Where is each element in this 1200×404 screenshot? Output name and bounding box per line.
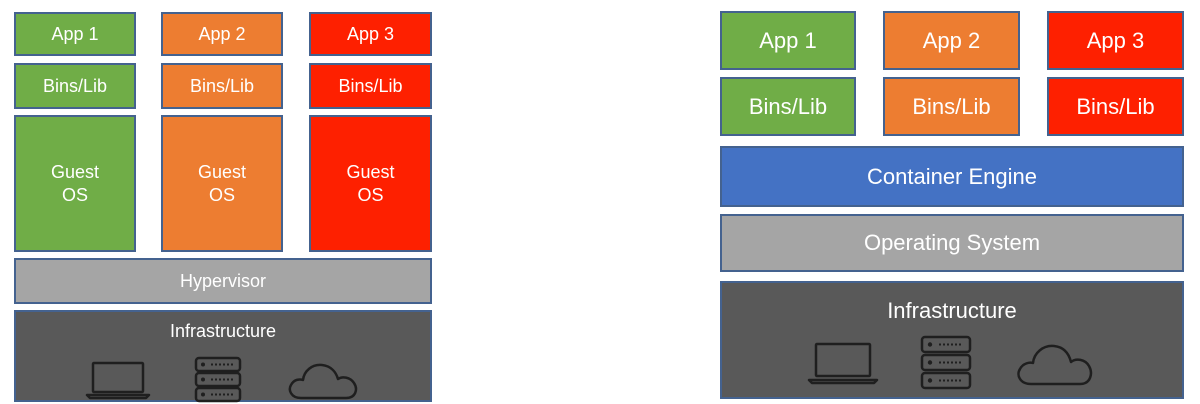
hypervisor-layer: Hypervisor	[14, 258, 432, 304]
vm-guest-os-3-label: Guest OS	[346, 162, 395, 205]
container-infrastructure-layer: Infrastructure	[720, 281, 1184, 399]
container-bins-2-label: Bins/Lib	[912, 93, 991, 119]
server-icon	[919, 335, 973, 391]
vm-bins-2-label: Bins/Lib	[189, 75, 255, 96]
container-bins-2-box: Bins/Lib	[883, 77, 1020, 136]
operating-system-layer: Operating System	[720, 214, 1184, 272]
vm-app-3-label: App 3	[346, 23, 395, 44]
vm-infrastructure-layer: Infrastructure	[14, 310, 432, 404]
container-infrastructure-label: Infrastructure	[887, 298, 1017, 323]
container-app-1-label: App 1	[759, 27, 817, 53]
vm-bins-1-label: Bins/Lib	[42, 75, 108, 96]
vm-infrastructure-label: Infrastructure	[169, 321, 277, 341]
vm-guest-os-2-box: Guest OS	[161, 115, 283, 252]
vm-guest-os-3-box: Guest OS	[309, 115, 432, 252]
vm-guest-os-2-label: Guest OS	[197, 162, 247, 205]
vm-app-2-label: App 2	[198, 23, 246, 44]
container-app-3-box: App 3	[1047, 11, 1184, 70]
container-infrastructure-icons	[722, 335, 1182, 391]
cloud-icon	[285, 358, 361, 402]
vm-bins-2-box: Bins/Lib	[161, 63, 283, 109]
container-app-2-box: App 2	[883, 11, 1020, 70]
laptop-icon	[807, 340, 879, 386]
container-bins-3-label: Bins/Lib	[1076, 93, 1155, 119]
container-engine-layer: Container Engine	[720, 146, 1184, 207]
container-bins-1-label: Bins/Lib	[748, 93, 828, 119]
container-app-1-box: App 1	[720, 11, 856, 70]
vm-bins-3-box: Bins/Lib	[309, 63, 432, 109]
vm-infrastructure-icons	[16, 356, 430, 404]
server-icon	[193, 356, 243, 404]
vm-guest-os-1-label: Guest OS	[50, 162, 100, 205]
vm-app-2-box: App 2	[161, 12, 283, 56]
vm-guest-os-1-box: Guest OS	[14, 115, 136, 252]
vm-app-1-label: App 1	[51, 23, 99, 44]
vm-app-3-box: App 3	[309, 12, 432, 56]
container-bins-1-box: Bins/Lib	[720, 77, 856, 136]
container-bins-3-box: Bins/Lib	[1047, 77, 1184, 136]
vm-bins-1-box: Bins/Lib	[14, 63, 136, 109]
container-engine-label: Container Engine	[866, 163, 1037, 189]
vm-app-1-box: App 1	[14, 12, 136, 56]
laptop-icon	[85, 360, 151, 400]
hypervisor-label: Hypervisor	[179, 270, 267, 291]
cloud-icon	[1013, 338, 1097, 388]
vm-bins-3-label: Bins/Lib	[338, 75, 403, 96]
operating-system-label: Operating System	[863, 230, 1041, 256]
container-app-2-label: App 2	[922, 27, 981, 53]
container-app-3-label: App 3	[1086, 27, 1145, 53]
